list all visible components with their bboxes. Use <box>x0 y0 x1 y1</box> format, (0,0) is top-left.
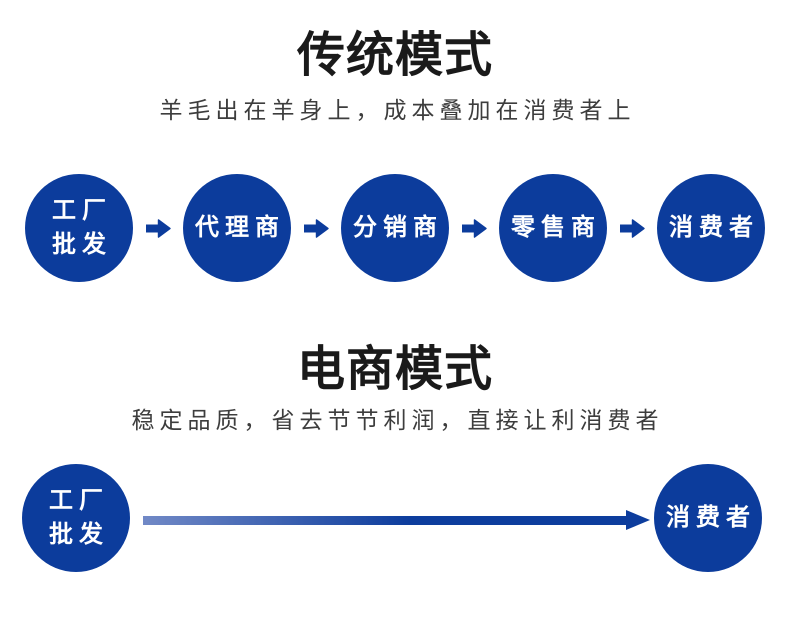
ecommerce-section-subtitle: 稳定品质，省去节节利润，直接让利消费者 <box>131 407 664 433</box>
right-arrow-icon <box>303 218 329 238</box>
node-label-line: 批发 <box>49 521 109 548</box>
node-label-line: 批发 <box>52 231 112 258</box>
long-right-arrow-head-icon <box>626 510 650 530</box>
node-label-line: 消费者 <box>669 214 759 241</box>
node-label-line: 分销商 <box>353 214 443 241</box>
right-arrow-icon <box>145 218 171 238</box>
flow-node-distributor: 分销商 <box>341 174 449 282</box>
traditional-section-subtitle: 羊毛出在羊身上，成本叠加在消费者上 <box>159 97 636 123</box>
node-label-line: 代理商 <box>195 214 285 241</box>
right-arrow-icon <box>461 218 487 238</box>
right-arrow-icon <box>619 218 645 238</box>
long-right-arrow-shaft <box>143 516 627 525</box>
flow-arrow <box>607 174 657 282</box>
node-label-line: 消费者 <box>666 504 756 531</box>
node-label-line: 工厂 <box>49 487 109 514</box>
flow-node-consumer: 消费者 <box>654 464 762 572</box>
flow-node-retailer: 零售商 <box>499 174 607 282</box>
ecommerce-section-title: 电商模式 <box>296 343 493 396</box>
traditional-section-title: 传统模式 <box>296 29 493 82</box>
flow-node-consumer: 消费者 <box>657 174 765 282</box>
node-label-line: 零售商 <box>511 214 601 241</box>
flow-node-agent: 代理商 <box>183 174 291 282</box>
node-label-line: 工厂 <box>52 197 112 224</box>
flow-node-factory-wholesale: 工厂 批发 <box>25 174 133 282</box>
flow-arrow <box>291 174 341 282</box>
flow-node-factory-wholesale: 工厂 批发 <box>22 464 130 572</box>
traditional-flow: 工厂 批发 代理商 分销商 零售商 <box>0 174 790 282</box>
flow-arrow <box>449 174 499 282</box>
flow-arrow <box>133 174 183 282</box>
